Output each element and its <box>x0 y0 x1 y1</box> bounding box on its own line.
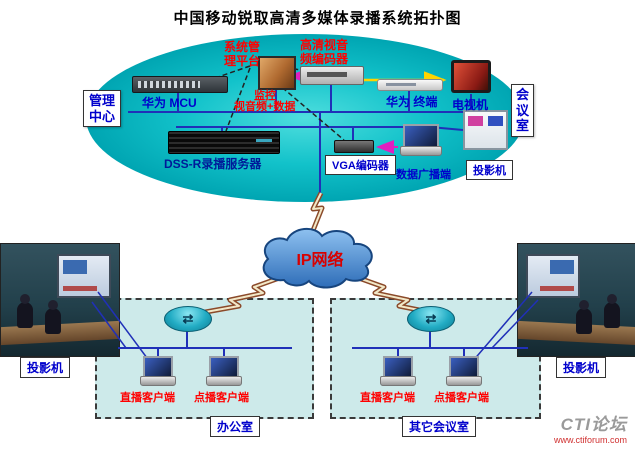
client-laptop <box>206 356 242 386</box>
page-title: 中国移动锐取高清多媒体录播系统拓扑图 <box>173 10 462 27</box>
system-platform-label: 系统管理平台 <box>224 40 261 69</box>
huawei-terminal-device <box>377 79 443 91</box>
router-icon <box>407 306 455 332</box>
laptop-screen <box>383 356 413 377</box>
projection-screen-device <box>463 110 508 150</box>
office-room-tag: 办公室 <box>210 416 261 437</box>
laptop-base <box>140 376 176 386</box>
tv-label: 电视机 <box>452 98 489 112</box>
room-live-client-label: 直播客户端 <box>360 392 415 404</box>
monitoring-detail-label: 视音频+数据 <box>234 101 296 113</box>
router-icon <box>164 306 212 332</box>
data-broadcast-laptop <box>400 124 442 156</box>
office-live-client-label: 直播客户端 <box>120 392 175 404</box>
client-laptop <box>140 356 176 386</box>
projection-screen-image <box>57 254 111 298</box>
ip-network-label: IP网络 <box>296 252 344 269</box>
laptop-screen <box>449 356 479 377</box>
huawei-mcu-device <box>132 76 228 93</box>
client-laptop <box>446 356 482 386</box>
vga-encoder-device <box>334 140 374 153</box>
person-silhouette <box>17 294 33 328</box>
laptop-base <box>206 376 242 386</box>
data-broadcast-label: 数据广播端 <box>396 169 451 181</box>
laptop-screen <box>403 124 439 147</box>
projector-tag-right: 投影机 <box>556 357 607 378</box>
room-lan-lines <box>352 291 539 363</box>
laptop-base <box>446 376 482 386</box>
ellipse-bus-lines <box>128 84 472 196</box>
room-vod-client-label: 点播客户端 <box>434 392 489 404</box>
monitoring-label: 监控 <box>254 90 276 102</box>
ip-network-cloud <box>262 228 373 289</box>
person-silhouette <box>45 300 61 334</box>
conference-room-photo <box>517 243 635 357</box>
dss-server-label: DSS-R录播服务器 <box>164 157 262 171</box>
watermark: CTI论坛 www.ctiforum.com <box>554 410 627 445</box>
hd-av-encoder-device <box>300 66 364 85</box>
laptop-base <box>400 146 442 156</box>
management-center-tag: 管理中心 <box>83 90 121 128</box>
client-laptop <box>380 356 416 386</box>
cti-forum-logo: CTI论坛 <box>560 415 627 434</box>
hd-encoder-label: 高清视音频编码器 <box>300 38 349 67</box>
conference-room-tag: 会议室 <box>511 84 534 137</box>
projector-tag-left: 投影机 <box>20 357 71 378</box>
office-lan-lines <box>91 291 292 363</box>
laptop-screen <box>209 356 239 377</box>
vga-encoder-label: VGA编码器 <box>325 155 396 175</box>
huawei-terminal-label: 华为 终端 <box>386 95 438 109</box>
laptop-base <box>380 376 416 386</box>
laptop-screen <box>143 356 173 377</box>
other-room-tag: 其它会议室 <box>402 416 477 437</box>
tv-device <box>451 60 491 93</box>
tv-screen <box>454 63 488 90</box>
watermark-url: www.ctiforum.com <box>553 435 627 445</box>
office-vod-client-label: 点播客户端 <box>194 392 249 404</box>
mcu-label: 华为 MCU <box>142 96 197 110</box>
lightning-bolts <box>199 191 435 316</box>
office-photo-scene <box>1 244 119 356</box>
office-photo <box>0 243 120 357</box>
projector-tag-center: 投影机 <box>466 160 513 180</box>
dss-recording-server-device <box>168 131 280 154</box>
